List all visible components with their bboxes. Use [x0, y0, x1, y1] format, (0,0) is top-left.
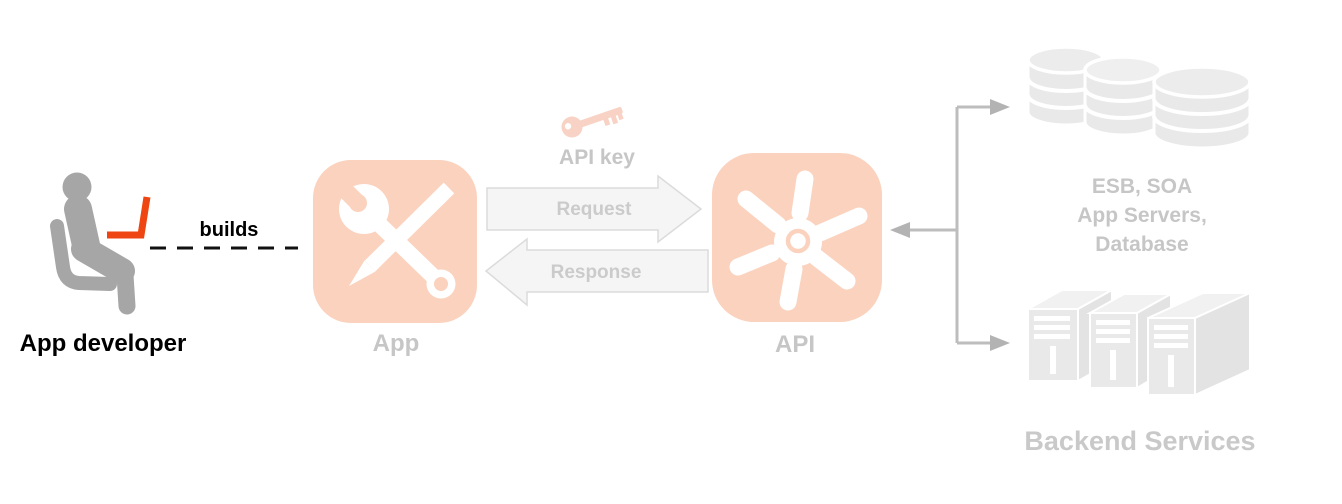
app-developer-label: App developer	[19, 330, 187, 357]
arrowhead-to-api	[890, 222, 910, 238]
api-icon	[712, 153, 882, 322]
app-icon	[313, 160, 477, 323]
request-response-arrows	[484, 174, 709, 307]
app-developer-icon	[50, 172, 151, 315]
laptop-icon	[107, 196, 151, 239]
esb-label: ESB, SOA App Servers, Database	[1042, 172, 1242, 259]
api-key-label: API key	[559, 146, 635, 169]
database-icon	[1026, 45, 1252, 150]
esb-label-line1: ESB, SOA	[1091, 175, 1193, 198]
api-label: API	[774, 331, 815, 358]
arrowhead-to-servers	[990, 335, 1010, 351]
backend-services-label: Backend Services	[1024, 426, 1256, 456]
request-label: Request	[556, 199, 632, 220]
esb-label-line3: Database	[1095, 233, 1189, 256]
api-gear-icon	[729, 170, 868, 311]
app-label: App	[372, 330, 420, 357]
backend-servers-icon	[1024, 288, 1251, 397]
response-arrow	[484, 237, 709, 307]
api-key-icon	[561, 106, 624, 138]
response-label: Response	[550, 262, 642, 283]
builds-label: builds	[199, 219, 259, 241]
request-arrow	[486, 174, 703, 244]
wrench-pencil-icon	[328, 173, 456, 299]
builds-dashed-line	[150, 246, 298, 250]
backend-connector-lines	[890, 99, 1010, 351]
arrowhead-to-database	[990, 99, 1010, 115]
esb-label-line2: App Servers,	[1077, 204, 1207, 227]
